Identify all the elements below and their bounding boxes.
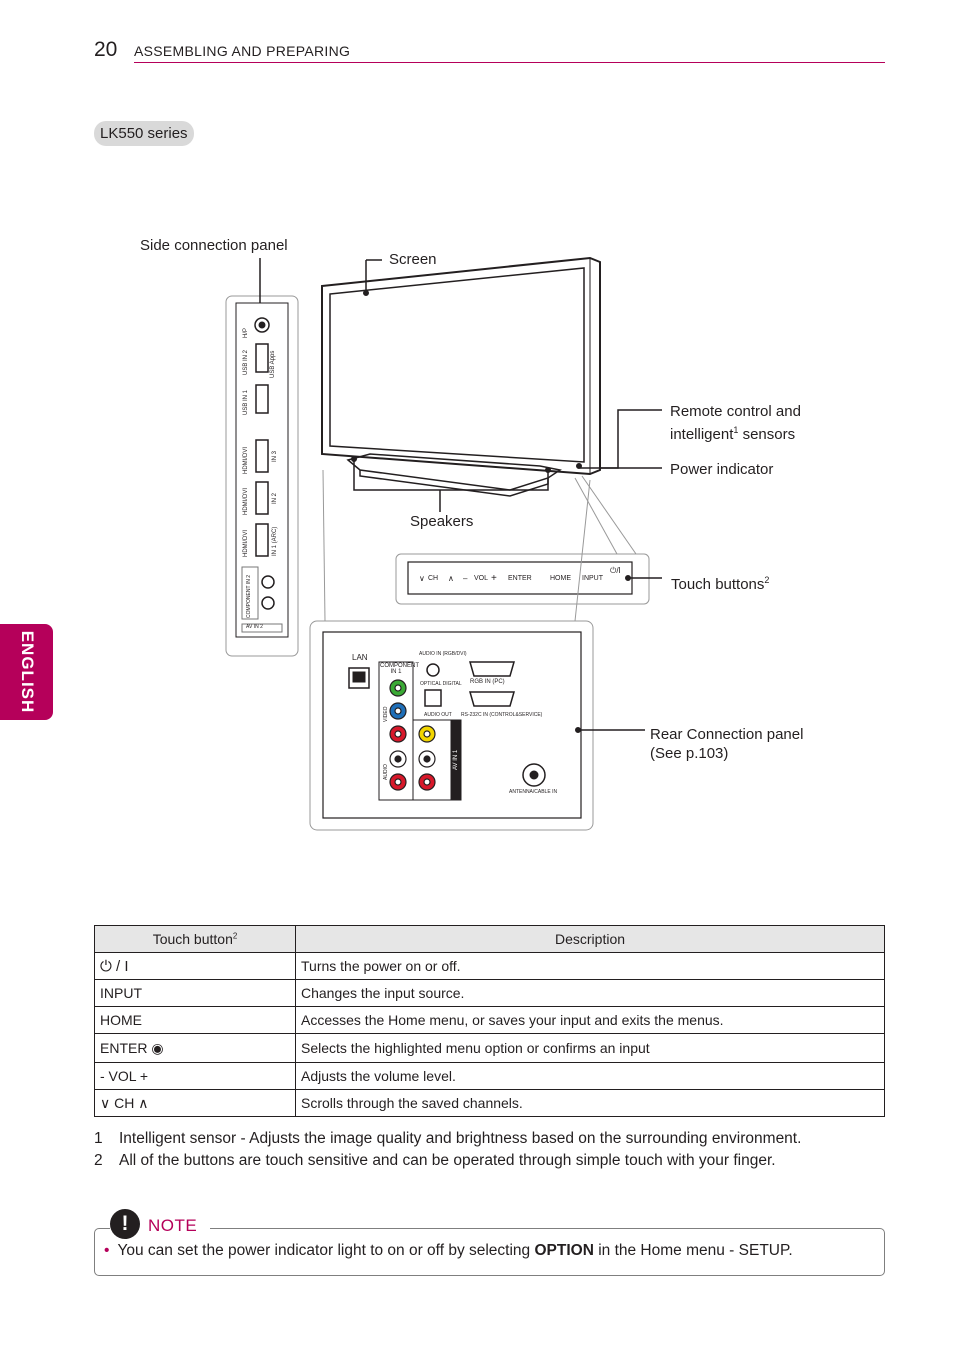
note-text-after: in the Home menu - SETUP. (593, 1242, 793, 1259)
footnote-1: 1 Intelligent sensor - Adjusts the image … (94, 1130, 801, 1148)
note-text: • You can set the power indicator light t… (104, 1242, 793, 1260)
language-tab: ENGLISH (0, 624, 53, 720)
power-indicator-label: Power indicator (670, 461, 774, 478)
table-cell-description: Changes the input source. (295, 979, 885, 1007)
table-header-sup: 2 (232, 931, 238, 941)
tv-stand (346, 453, 562, 491)
side-label-in1: IN 1 (ARC) (272, 526, 278, 556)
remote-sensor-label-suffix: sensors (738, 426, 796, 443)
touch-buttons-label: Touch buttons2 (671, 571, 769, 594)
table-cell-description: Scrolls through the saved channels. (295, 1089, 885, 1117)
table-row: HOME Accesses the Home menu, or saves yo… (94, 1006, 885, 1034)
footnote-2: 2 All of the buttons are touch sensitive … (94, 1152, 776, 1170)
vol-minus-icon: – (463, 574, 468, 583)
language-tab-label: ENGLISH (17, 630, 37, 714)
vol-plus-icon: + (491, 573, 497, 584)
rear-label-av-in1: AV IN 1 (453, 749, 459, 770)
footnote-ref-2: 2 (764, 575, 770, 585)
side-label-usb2: USB IN 2 (243, 349, 249, 375)
footnote-text: Intelligent sensor - Adjusts the image q… (119, 1130, 802, 1147)
screen-label: Screen (389, 251, 437, 268)
table-row: ⏻ / I Turns the power on or off. (94, 952, 885, 980)
table-header-description: Description (295, 925, 885, 953)
side-panel-outline (225, 295, 299, 657)
table-header-button-text: Touch button (152, 931, 233, 947)
touch-strip-vol: VOL (474, 575, 489, 582)
rear-label-rs232: RS-232C IN (CONTROL&SERVICE) (461, 712, 543, 718)
table-cell-button: INPUT (94, 979, 296, 1007)
side-label-av-in2: AV IN 2 (246, 624, 263, 630)
exclamation-icon: ! (110, 1209, 140, 1239)
speakers-label: Speakers (410, 513, 474, 530)
header-divider (134, 62, 885, 63)
rear-label-rgb-in: RGB IN (PC) (470, 679, 505, 685)
tv-frame (321, 256, 601, 476)
rear-label-audio-in-rgb: AUDIO IN (RGB/DVI) (419, 651, 467, 657)
table-cell-description: Adjusts the volume level. (295, 1062, 885, 1090)
rear-label-optical: OPTICAL DIGITAL (420, 681, 462, 687)
touch-strip-ch: CH (428, 575, 439, 582)
touch-strip-power: ⏻/I (610, 566, 621, 575)
table-row: ∨ CH ∧ Scrolls through the saved channel… (94, 1089, 885, 1117)
remote-sensor-label-line2: intelligent1 sensors (670, 421, 795, 444)
footnote-ref-1: 1 (733, 425, 739, 435)
side-label-hdmi-3: HDMI/DVI (243, 447, 249, 474)
rear-label-video: VIDEO (383, 706, 389, 722)
table-cell-description: Selects the highlighted menu option or c… (295, 1033, 885, 1063)
table-cell-description: Turns the power on or off. (295, 952, 885, 980)
ch-down-icon: ∨ (419, 574, 425, 583)
ch-up-icon: ∧ (448, 574, 454, 583)
table-cell-button: ENTER ◉ (94, 1033, 296, 1063)
side-label-hdmi-1: HDMI/DVI (243, 530, 249, 557)
rear-panel-label-line2: (See p.103) (650, 745, 729, 762)
rear-label-audio-out: AUDIO OUT (424, 712, 452, 718)
note-text-before: You can set the power indicator light to… (117, 1242, 535, 1259)
page-number: 20 (94, 38, 118, 61)
rear-label-audio: AUDIO (383, 764, 389, 780)
footnote-text: All of the buttons are touch sensitive a… (119, 1152, 776, 1169)
note-text-option: OPTION (534, 1242, 594, 1259)
note-box (94, 1228, 885, 1276)
touch-strip-enter: ENTER (508, 575, 532, 582)
side-label-usb1: USB IN 1 (243, 389, 249, 415)
table-cell-button: - VOL + (94, 1062, 296, 1090)
section-title: ASSEMBLING AND PREPARING (134, 43, 351, 59)
series-badge: LK550 series (94, 121, 194, 146)
table-cell-description: Accesses the Home menu, or saves your in… (295, 1006, 885, 1034)
touch-strip-input: INPUT (582, 575, 603, 582)
touch-buttons-label-text: Touch buttons (671, 576, 765, 593)
touch-strip-home: HOME (550, 575, 571, 582)
rear-panel-label-line1: Rear Connection panel (650, 726, 804, 743)
side-label-hdmi-2: HDMI/DVI (243, 488, 249, 515)
bullet-icon: • (104, 1242, 110, 1259)
side-label-component2: COMPONENT IN 2 (246, 575, 252, 618)
side-label-usb-apps: USB Apps (270, 350, 276, 378)
side-label-in2: IN 2 (272, 492, 278, 504)
side-panel-label: Side connection panel (140, 237, 288, 254)
remote-sensor-label-text: intelligent (670, 426, 734, 443)
rear-label-component: COMPONENT IN 1 (380, 663, 419, 675)
side-label-hp: H/P (243, 327, 249, 338)
touch-button-table: Touch button2 Description ⏻ / I Turns th… (94, 925, 885, 1117)
table-header-row: Touch button2 Description (94, 925, 885, 953)
table-row: INPUT Changes the input source. (94, 979, 885, 1007)
note-label: NOTE (148, 1216, 198, 1235)
table-cell-button: ∨ CH ∧ (94, 1089, 296, 1117)
table-row: ENTER ◉ Selects the highlighted menu opt… (94, 1033, 885, 1063)
table-cell-button: HOME (94, 1006, 296, 1034)
rear-label-lan: LAN (352, 653, 368, 662)
footnote-number: 2 (94, 1152, 103, 1169)
table-header-button: Touch button2 (94, 925, 296, 953)
footnote-number: 1 (94, 1130, 103, 1147)
side-label-in3: IN 3 (272, 450, 278, 462)
table-cell-button: ⏻ / I (94, 952, 296, 980)
remote-sensor-label-line1: Remote control and (670, 403, 801, 420)
rear-label-antenna: ANTENNA/CABLE IN (509, 789, 558, 795)
table-row: - VOL + Adjusts the volume level. (94, 1062, 885, 1090)
